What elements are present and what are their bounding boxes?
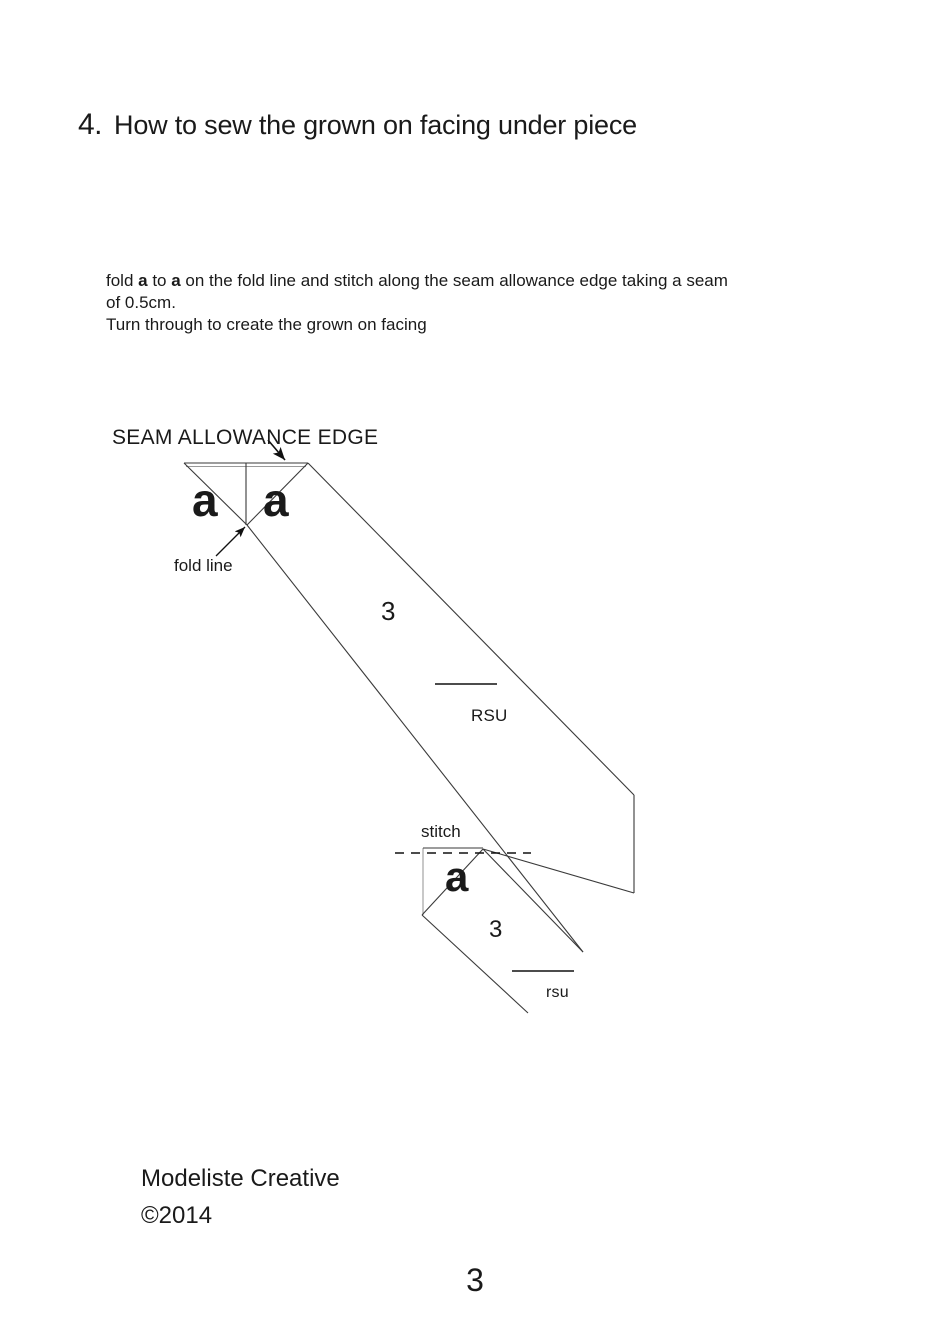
footer-company: Modeliste Creative — [141, 1165, 340, 1192]
footer: Modeliste Creative ©2014 — [141, 1160, 340, 1234]
fold-marker-a-right: a — [263, 474, 289, 526]
instruction-line1-part1: fold — [106, 271, 139, 290]
page-number: 3 — [466, 1262, 484, 1298]
instruction-line-2: of 0.5cm. — [106, 293, 176, 312]
seam-allowance-edge-label: SEAM ALLOWANCE EDGE — [112, 426, 379, 449]
heading-step-number: 4. — [78, 108, 103, 141]
footer-copyright: ©2014 — [141, 1202, 213, 1229]
instruction-bold-a-1: a — [138, 271, 148, 290]
fold-line-arrow — [215, 526, 246, 557]
band-upper-right-edge — [307, 462, 635, 796]
lower-piece-side-label: rsu — [546, 984, 569, 1001]
upper-piece-number-label: 3 — [381, 596, 396, 626]
instruction-line-1: fold a to a on the fold line and stitch … — [106, 270, 906, 292]
band-lower-left-edge — [246, 524, 584, 953]
upper-piece-outline — [183, 462, 635, 953]
instruction-text: fold a to a on the fold line and stitch … — [106, 270, 906, 336]
fold-marker-a-left: a — [192, 474, 218, 526]
band-far-end-edge — [482, 848, 635, 894]
lower-piece-lower-left-edge — [421, 914, 529, 1014]
lower-piece-marker-a: a — [445, 853, 468, 900]
instruction-line-3: Turn through to create the grown on faci… — [106, 315, 427, 334]
fold-line-label: fold line — [174, 556, 233, 575]
page-heading: 4. How to sew the grown on facing under … — [78, 108, 637, 142]
instruction-line1-part2: to — [147, 271, 172, 290]
page-title: How to sew the grown on facing under pie… — [114, 110, 637, 140]
instruction-line1-part3: on the fold line and stitch along the se… — [180, 271, 728, 290]
instruction-bold-a-2: a — [171, 271, 181, 290]
stitch-label: stitch — [421, 822, 461, 841]
lower-piece-number-label: 3 — [489, 916, 503, 943]
upper-piece-side-label: RSU — [471, 706, 508, 725]
